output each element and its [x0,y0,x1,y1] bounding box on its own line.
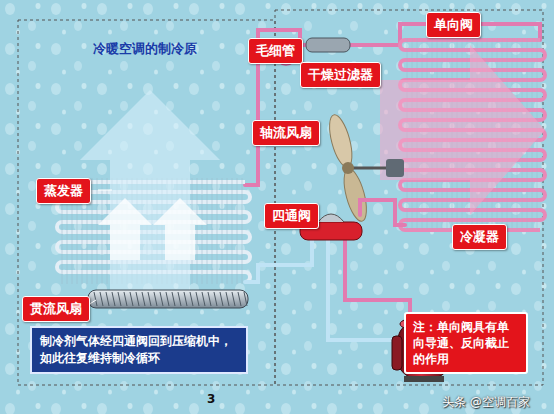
node-text: 单向阀 [434,16,473,34]
node-text: 蒸发器 [44,182,83,200]
node-text: 四通阀 [272,207,311,225]
part-label: 单向阀 [426,12,481,38]
node-text: 干燥过滤器 [308,66,373,84]
part-label: 蒸发器 [36,178,91,204]
part-label: 四通阀 [264,203,319,229]
page-number: 3 [207,392,215,406]
part-label: 轴流风扇 [252,120,320,146]
node-text: 冷凝器 [460,228,499,246]
node-text: 制冷剂气体经四通阀回到压缩机中，如此往复维持制冷循环 [40,333,238,367]
part-label: 干燥过滤器 [300,62,381,88]
part-label: 毛细管 [248,38,303,64]
node-text: 注：单向阀具有单向导通、反向截止的作用 [413,319,519,367]
watermark: 头条 @空调百家 [442,394,530,411]
part-label: 冷凝器 [452,224,507,250]
node-text: 贯流风扇 [30,300,82,318]
diagram-title: 冷暖空调的制冷原 [93,40,197,58]
node-text: 毛细管 [256,42,295,60]
node-text: 轴流风扇 [260,124,312,142]
caption-box: 制冷剂气体经四通阀回到压缩机中，如此往复维持制冷循环 [30,326,248,374]
part-label: 贯流风扇 [22,296,90,322]
note-box: 注：单向阀具有单向导通、反向截止的作用 [404,312,528,374]
